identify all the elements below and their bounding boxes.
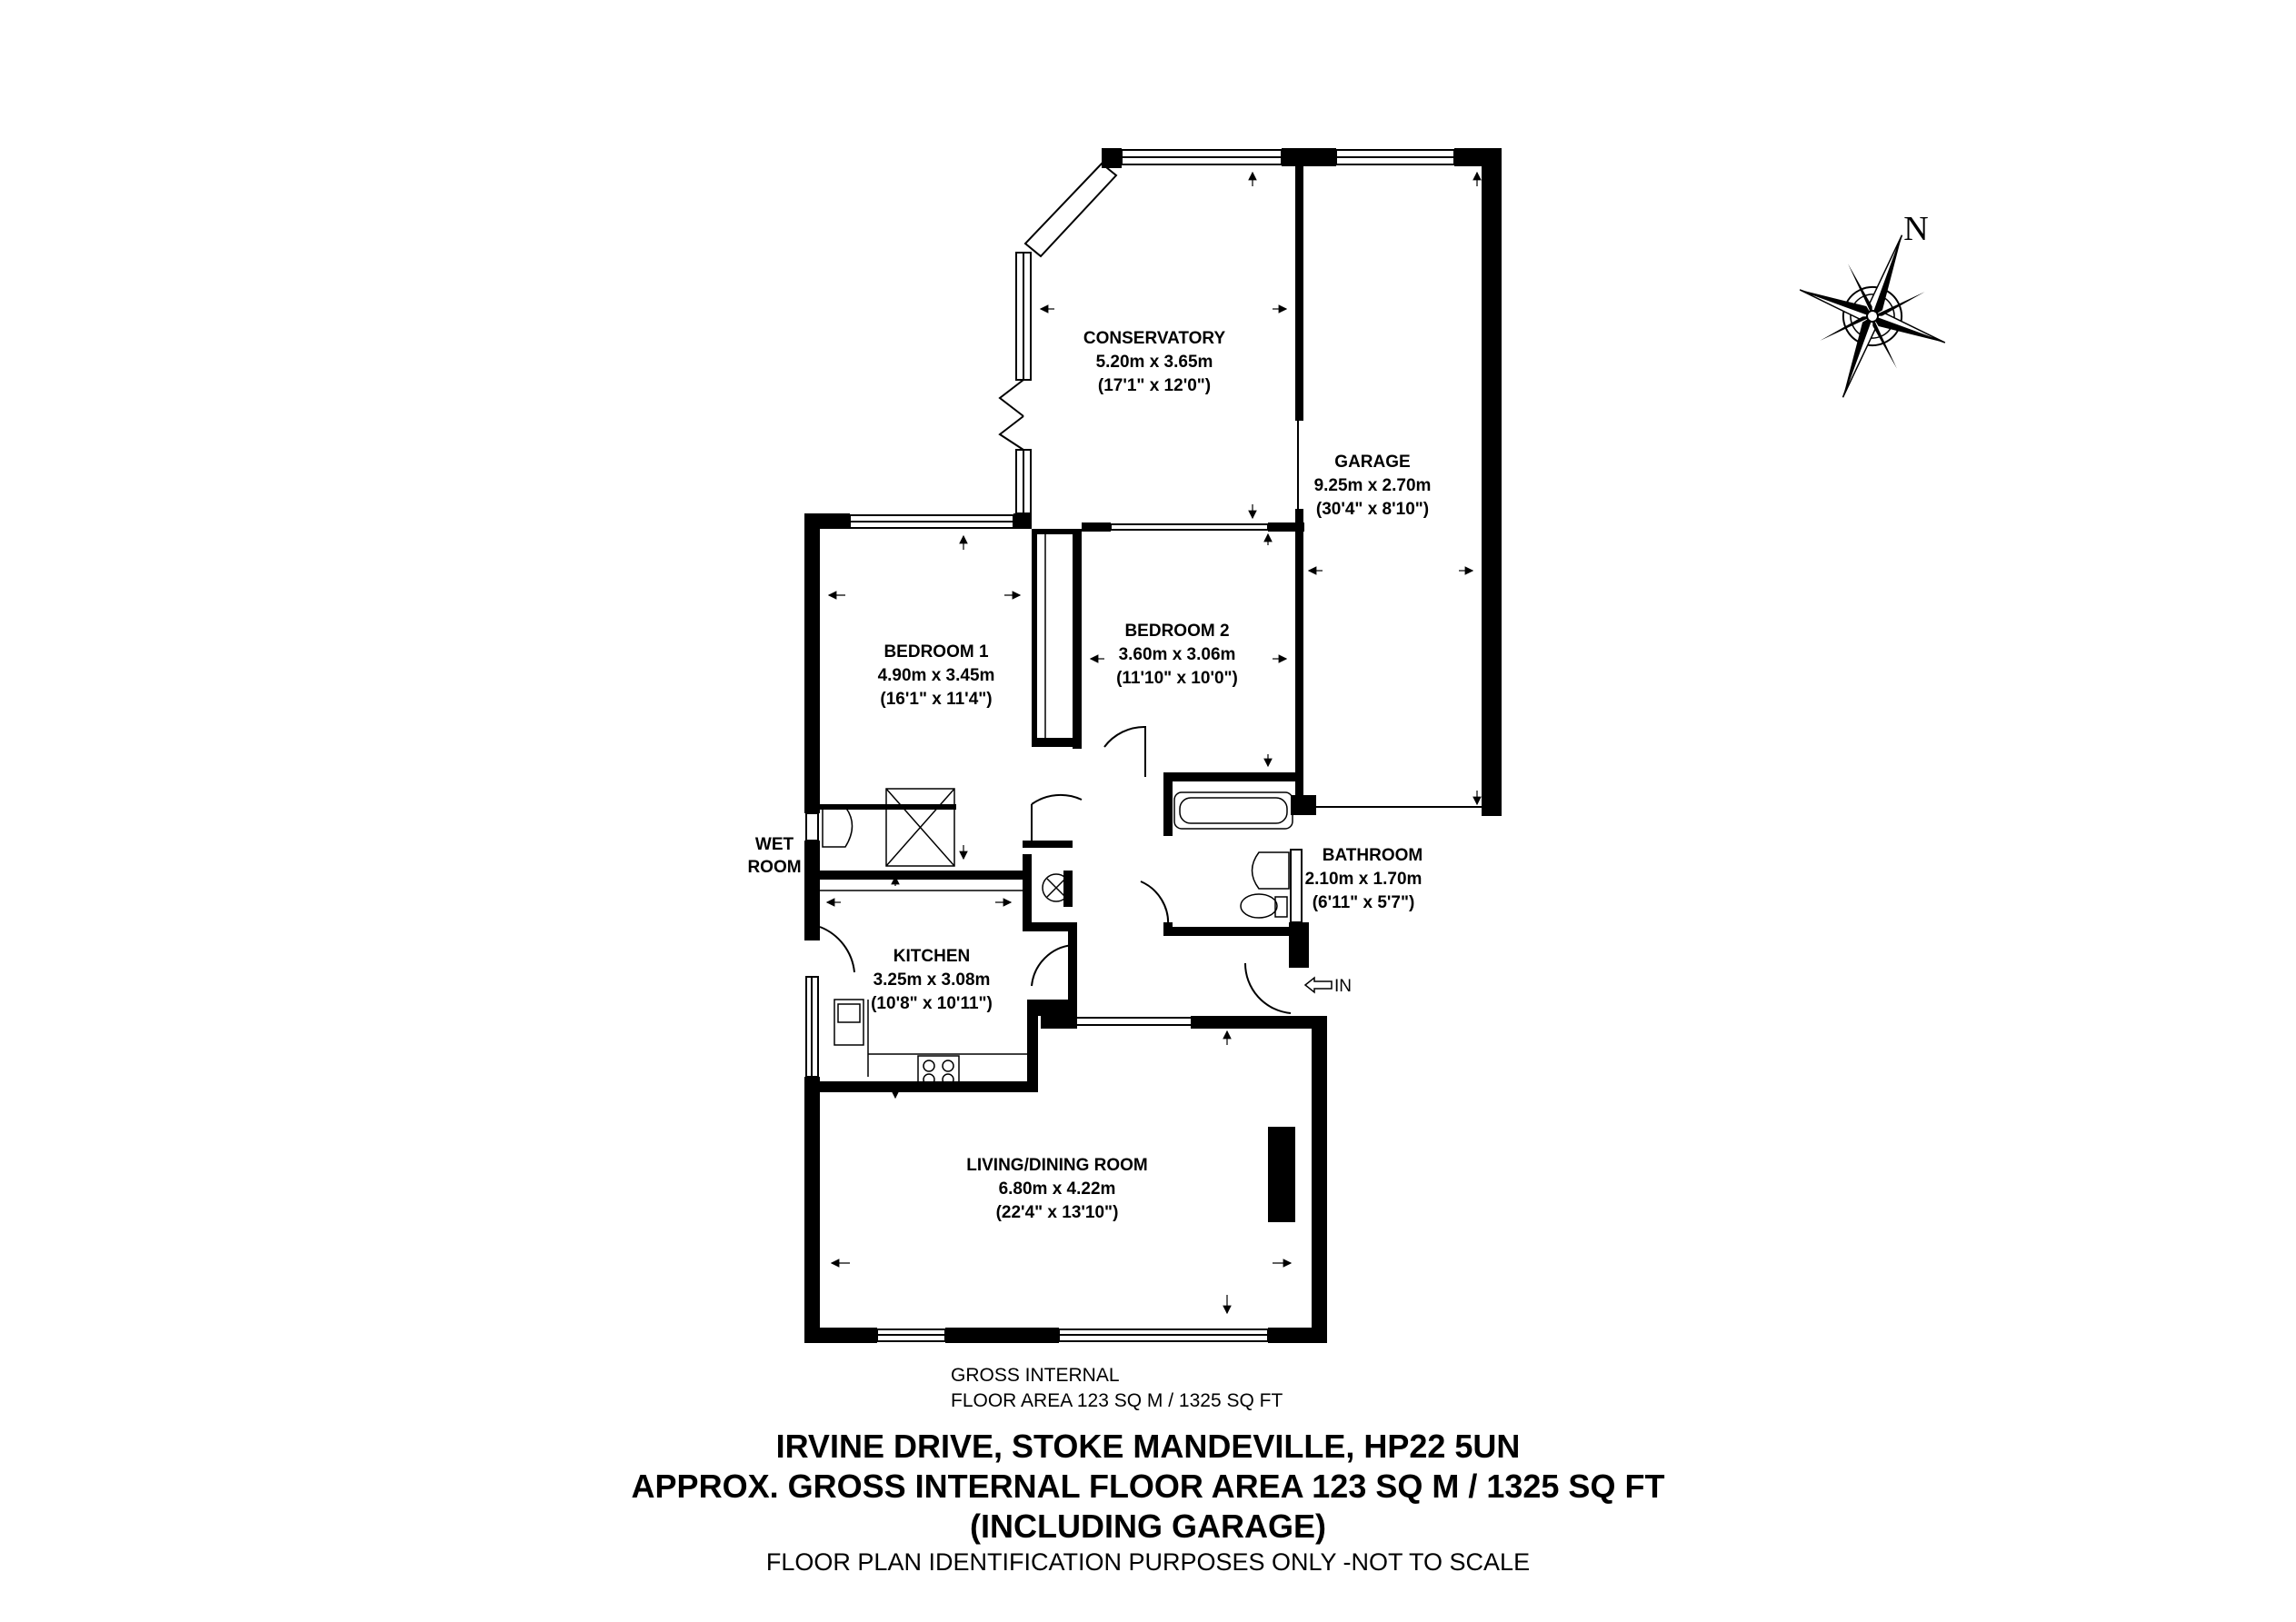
title-floor-area: APPROX. GROSS INTERNAL FLOOR AREA 123 SQ… [631, 1468, 1665, 1505]
room-name: BATHROOM [1323, 846, 1423, 865]
room-living-dining: LIVING/DINING ROOM 6.80m x 4.22m (22'4" … [966, 1156, 1148, 1222]
title-address: IRVINE DRIVE, STOKE MANDEVILLE, HP22 5UN [775, 1428, 1521, 1465]
room-bathroom: BATHROOM 2.10m x 1.70m (6'11" x 5'7") [1305, 846, 1423, 912]
room-imperial: (17'1" x 12'0") [1098, 376, 1211, 395]
room-name: LIVING/DINING ROOM [966, 1156, 1148, 1175]
area-note-line1: GROSS INTERNAL [951, 1365, 1120, 1386]
room-imperial: (30'4" x 8'10") [1316, 500, 1429, 519]
shower-tray-icon [885, 788, 955, 867]
room-name: BEDROOM 1 [883, 642, 989, 662]
bath-icon [1173, 791, 1293, 830]
room-kitchen: KITCHEN 3.25m x 3.08m (10'8" x 10'11") [871, 947, 993, 1013]
arrow-left-icon [1303, 976, 1333, 994]
room-name: BEDROOM 2 [1124, 622, 1229, 641]
entrance-label: IN [1334, 977, 1352, 996]
room-name: GARAGE [1334, 453, 1410, 472]
compass-north-label: N [1903, 210, 1928, 248]
room-imperial: (22'4" x 13'10") [996, 1203, 1119, 1222]
toilet-icon [1240, 893, 1278, 919]
room-name: CONSERVATORY [1083, 329, 1226, 348]
bathroom-sink-icon [1251, 851, 1290, 890]
room-metric: 4.90m x 3.45m [878, 666, 995, 685]
title-block: IRVINE DRIVE, STOKE MANDEVILLE, HP22 5UN… [0, 1427, 2296, 1577]
room-metric: 5.20m x 3.65m [1096, 353, 1213, 372]
room-metric: 6.80m x 4.22m [999, 1179, 1116, 1199]
room-wet-room: WET ROOM [747, 835, 801, 877]
dimension-arrows [825, 171, 1482, 1315]
room-metric: 3.60m x 3.06m [1119, 645, 1236, 664]
title-including-garage: (INCLUDING GARAGE) [970, 1508, 1326, 1545]
room-imperial: (6'11" x 5'7") [1313, 893, 1415, 912]
exterior-walls [804, 148, 1502, 1343]
doors [819, 379, 1482, 1014]
compass-rose [1799, 234, 1946, 398]
room-imperial: (10'8" x 10'11") [871, 994, 993, 1013]
kitchen-sink-icon [834, 999, 864, 1046]
room-garage: GARAGE 9.25m x 2.70m (30'4" x 8'10") [1314, 453, 1432, 519]
disclaimer: FLOOR PLAN IDENTIFICATION PURPOSES ONLY … [765, 1548, 1531, 1576]
fixtures [820, 534, 1293, 1089]
windows [805, 149, 1455, 1342]
room-bedroom-2: BEDROOM 2 3.60m x 3.06m (11'10" x 10'0") [1116, 622, 1238, 688]
room-imperial: (16'1" x 11'4") [880, 690, 992, 709]
room-imperial: (11'10" x 10'0") [1116, 669, 1238, 688]
area-note-line2: FLOOR AREA 123 SQ M / 1325 SQ FT [951, 1390, 1283, 1411]
wet-room-line2: ROOM [747, 858, 801, 877]
room-metric: 2.10m x 1.70m [1305, 870, 1423, 889]
hob-icon [917, 1055, 960, 1089]
room-bedroom-1: BEDROOM 1 4.90m x 3.45m (16'1" x 11'4") [878, 642, 995, 709]
room-name: KITCHEN [893, 947, 970, 966]
wet-room-line1: WET [755, 835, 794, 854]
entrance-marker: IN [1303, 976, 1352, 996]
room-metric: 9.25m x 2.70m [1314, 476, 1432, 495]
internal-walls [820, 166, 1304, 1092]
room-conservatory: CONSERVATORY 5.20m x 3.65m (17'1" x 12'0… [1083, 329, 1226, 395]
room-metric: 3.25m x 3.08m [873, 970, 991, 990]
boiler-icon [1042, 873, 1071, 902]
sink-icon [822, 806, 854, 848]
gross-internal-area-note: GROSS INTERNAL FLOOR AREA 123 SQ M / 132… [951, 1363, 1283, 1414]
